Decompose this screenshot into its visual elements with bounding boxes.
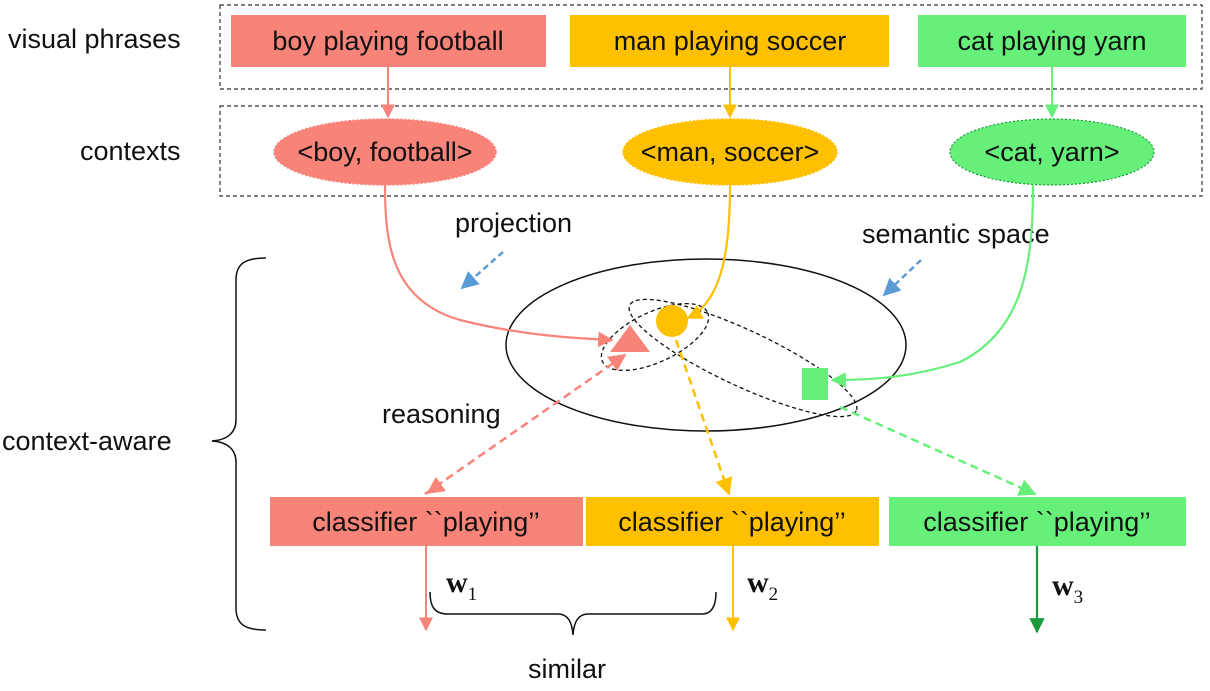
weight-label-3: w3 — [1052, 569, 1083, 608]
context-text-boy: <boy, football> — [297, 137, 472, 167]
visual-phrases-frame — [219, 4, 1203, 90]
similarity-cluster-large — [628, 298, 858, 418]
boy-context-triangle-marker — [610, 325, 650, 352]
label-visual-phrases: visual phrases — [8, 24, 181, 54]
label-similar: similar — [528, 654, 606, 684]
label-context-aware: context-aware — [2, 426, 172, 456]
phrase-box-cat — [918, 15, 1186, 67]
projection-curve-boy — [383, 184, 614, 348]
reasoning-arrow-boy-end — [426, 476, 446, 495]
reasoning-arrow-cat — [839, 405, 1037, 496]
context-ellipse-cat — [949, 118, 1155, 186]
phrase-box-man — [570, 15, 889, 67]
contexts-frame — [219, 105, 1203, 197]
classifier-text-2: classifier ``playing’’ — [618, 507, 846, 537]
context-text-man: <man, soccer> — [641, 137, 820, 167]
phrase-text-boy: boy playing football — [272, 26, 503, 56]
label-reasoning: reasoning — [382, 399, 501, 429]
label-contexts: contexts — [80, 136, 181, 166]
similarity-cluster-small — [600, 302, 710, 372]
projection-indicator-arrow — [460, 251, 504, 290]
semantic-space-indicator-arrow — [882, 259, 922, 297]
classifier-text-3: classifier ``playing’’ — [923, 507, 1151, 537]
phrase-text-man: man playing soccer — [614, 26, 847, 56]
weight-label-2: w2 — [747, 566, 778, 605]
phrase-text-cat: cat playing yarn — [957, 26, 1146, 56]
projection-curve-man — [686, 184, 732, 319]
context-text-cat: <cat, yarn> — [984, 137, 1119, 167]
classifier-box-3 — [889, 497, 1186, 546]
semantic-space-ellipse — [505, 258, 907, 432]
label-semantic-space: semantic space — [862, 219, 1050, 249]
label-projection: projection — [455, 208, 572, 238]
phrase-box-boy — [231, 15, 546, 67]
classifier-box-1 — [270, 497, 583, 546]
classifier-text-1: classifier ``playing’’ — [312, 507, 540, 537]
man-context-circle-marker — [656, 305, 688, 337]
cat-context-square-marker — [802, 368, 828, 400]
projection-curve-cat — [830, 184, 1035, 388]
reasoning-arrow-man — [674, 339, 733, 496]
reasoning-arrow-boy — [424, 353, 627, 496]
weight-label-1: w1 — [446, 566, 477, 605]
similar-brace — [429, 591, 717, 636]
classifier-box-2 — [586, 497, 879, 546]
context-aware-brace — [211, 257, 267, 631]
